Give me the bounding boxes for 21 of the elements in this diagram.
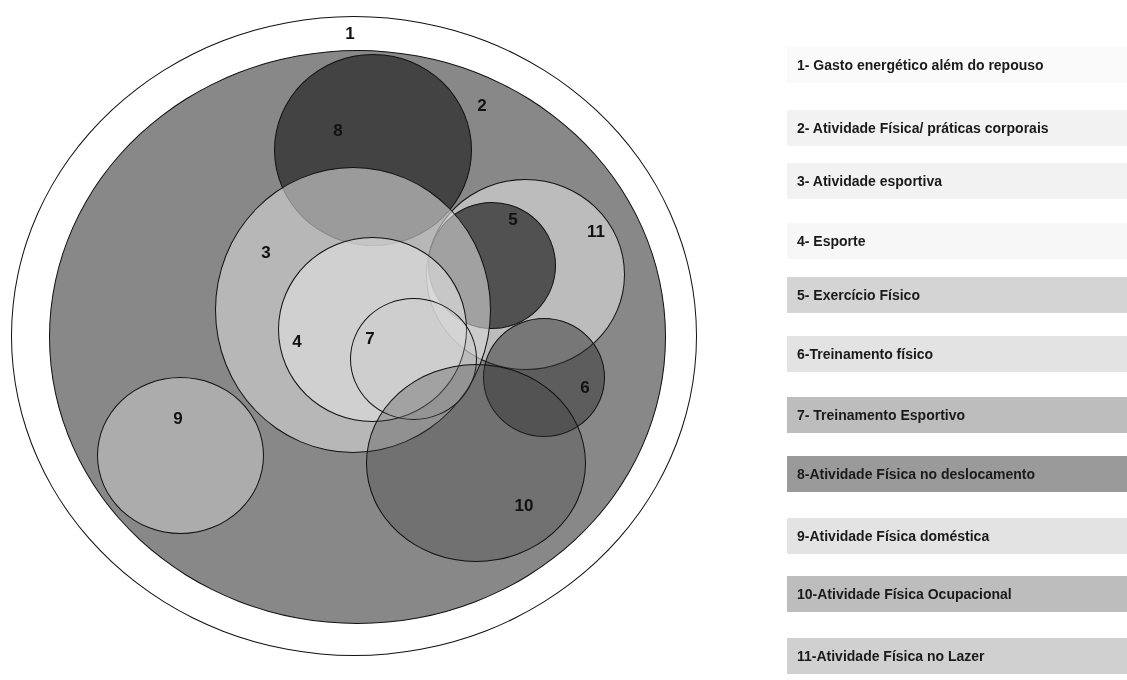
legend-label: 3- Atividade esportiva [797, 173, 942, 189]
region-number: 9 [173, 409, 183, 427]
region-number: 5 [508, 210, 518, 228]
legend-label: 7- Treinamento Esportivo [797, 407, 966, 423]
legend-label: 1- Gasto energético além do repouso [797, 57, 1044, 73]
legend-label: 10-Atividade Física Ocupacional [797, 586, 1012, 602]
region-number: 6 [580, 378, 590, 396]
region-number: 3 [261, 243, 271, 261]
legend-label: 5- Exercício Físico [797, 287, 920, 303]
legend-label: 11-Atividade Física no Lazer [797, 648, 985, 664]
region-number: 4 [292, 332, 302, 350]
region-number: 11 [587, 222, 605, 240]
legend-label: 6-Treinamento físico [797, 346, 934, 362]
region-number: 10 [514, 496, 534, 514]
legend-label: 4- Esporte [797, 233, 866, 249]
legend-label: 9-Atividade Física doméstica [797, 528, 990, 544]
legend-label: 8-Atividade Física no deslocamento [797, 466, 1036, 482]
region-number: 1 [345, 24, 355, 42]
region-number: 2 [477, 96, 487, 114]
region-number: 7 [365, 329, 375, 347]
legend-label: 2- Atividade Física/ práticas corporais [797, 120, 1049, 136]
